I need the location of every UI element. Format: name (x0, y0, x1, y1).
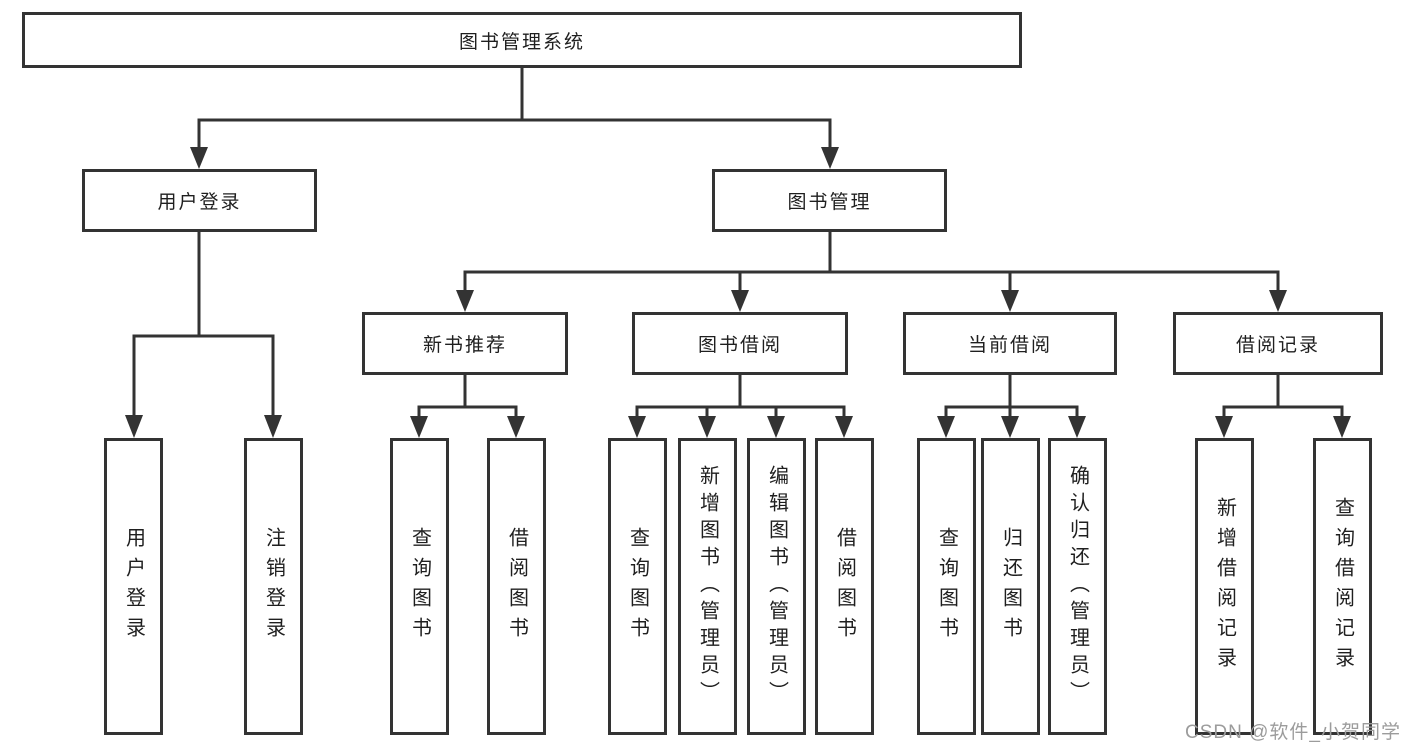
leaf-logout: 注销登录 (244, 438, 303, 735)
leaf-query-books-current-label: 查询图书 (935, 526, 958, 647)
leaf-query-books-recommend-label: 查询图书 (408, 526, 431, 647)
node-book-borrowing: 图书借阅 (632, 312, 848, 375)
node-new-book-recommend-label: 新书推荐 (422, 335, 507, 356)
leaf-borrow-books-recommend-label: 借阅图书 (505, 526, 528, 647)
node-book-borrowing-label: 图书借阅 (697, 335, 782, 356)
leaf-borrow-books-recommend: 借阅图书 (487, 438, 546, 735)
leaf-edit-books-admin-label: 编辑图书（管理员） (765, 465, 788, 708)
leaf-query-borrow-record-label: 查询借阅记录 (1331, 496, 1354, 677)
node-current-borrowing: 当前借阅 (903, 312, 1117, 375)
node-book-management: 图书管理 (712, 169, 947, 232)
leaf-query-books-borrowing: 查询图书 (608, 438, 667, 735)
leaf-add-books-admin-label: 新增图书（管理员） (696, 465, 719, 708)
node-new-book-recommend: 新书推荐 (362, 312, 568, 375)
leaf-confirm-return-admin: 确认归还（管理员） (1048, 438, 1107, 735)
leaf-return-books-label: 归还图书 (999, 526, 1022, 647)
leaf-confirm-return-admin-label: 确认归还（管理员） (1066, 465, 1089, 708)
leaf-add-books-admin: 新增图书（管理员） (678, 438, 737, 735)
leaf-logout-label: 注销登录 (262, 526, 285, 647)
node-borrowing-records: 借阅记录 (1173, 312, 1383, 375)
arrowheads (125, 147, 1351, 438)
leaf-query-books-current: 查询图书 (917, 438, 976, 735)
leaf-query-borrow-record: 查询借阅记录 (1313, 438, 1372, 735)
node-borrowing-records-label: 借阅记录 (1235, 335, 1320, 356)
leaf-add-borrow-record-label: 新增借阅记录 (1213, 496, 1236, 677)
node-book-management-label: 图书管理 (787, 192, 872, 213)
leaf-borrow-books-borrowing: 借阅图书 (815, 438, 874, 735)
node-user-login-label: 用户登录 (157, 192, 242, 213)
node-current-borrowing-label: 当前借阅 (967, 335, 1052, 356)
node-user-login: 用户登录 (82, 169, 317, 232)
node-library-system: 图书管理系统 (22, 12, 1022, 68)
watermark-text: CSDN @软件_小贺同学 (1185, 722, 1401, 743)
leaf-add-borrow-record: 新增借阅记录 (1195, 438, 1254, 735)
leaf-query-books-recommend: 查询图书 (390, 438, 449, 735)
leaf-borrow-books-borrowing-label: 借阅图书 (833, 526, 856, 647)
leaf-user-login-label: 用户登录 (122, 526, 145, 647)
leaf-user-login: 用户登录 (104, 438, 163, 735)
leaf-return-books: 归还图书 (981, 438, 1040, 735)
leaf-query-books-borrowing-label: 查询图书 (626, 526, 649, 647)
node-library-system-label: 图书管理系统 (458, 31, 585, 53)
leaf-edit-books-admin: 编辑图书（管理员） (747, 438, 806, 735)
